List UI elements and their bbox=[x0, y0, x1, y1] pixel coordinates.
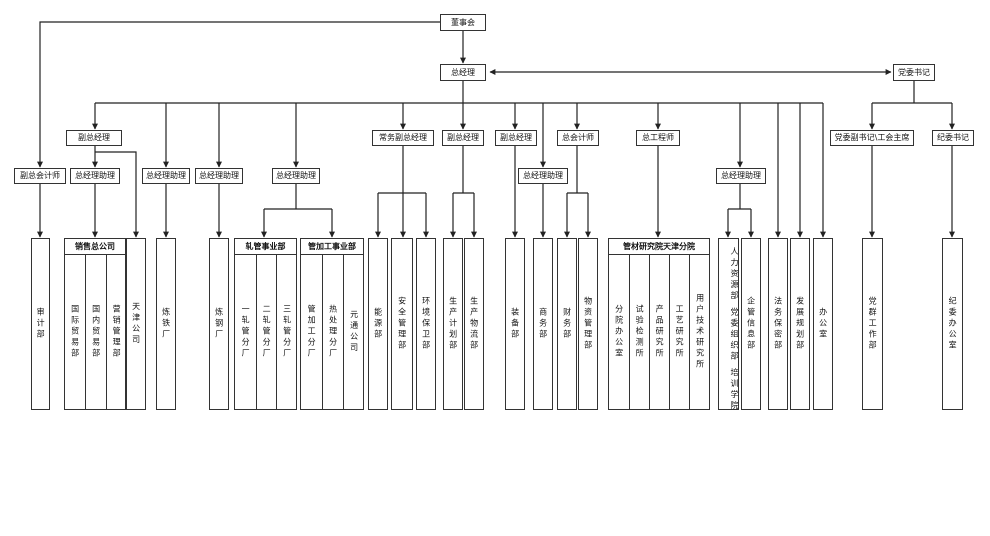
deputy-accountant-node: 副总会计师 bbox=[14, 168, 66, 184]
dept-tianjin-company: 天津公司 bbox=[126, 238, 146, 410]
dept-legal: 法务保密部 bbox=[768, 238, 788, 410]
board-node: 董事会 bbox=[440, 14, 486, 31]
dept-party-work: 党群工作部 bbox=[862, 238, 883, 410]
research-unit: 用户技术研究所 bbox=[689, 255, 710, 409]
sales-unit: 国内贸易部 bbox=[85, 255, 106, 409]
dept-discipline-office: 纪委办公室 bbox=[942, 238, 963, 410]
dept-enterprise-info: 企管信息部 bbox=[741, 238, 761, 410]
discipline-secretary-node: 纪委书记 bbox=[932, 130, 974, 146]
dept-energy: 能源部 bbox=[368, 238, 388, 410]
research-unit: 分院办公室 bbox=[614, 304, 624, 360]
sales-unit: 国际贸易部 bbox=[70, 304, 80, 360]
dept-audit: 审计部 bbox=[31, 238, 50, 410]
dept-equipment: 装备部 bbox=[505, 238, 525, 410]
assistant-gm-steel-node: 总经理助理 bbox=[195, 168, 243, 184]
deputy-party-secretary-node: 党委副书记\工会主席 bbox=[830, 130, 914, 146]
general-manager-node: 总经理 bbox=[440, 64, 486, 81]
research-unit: 工艺研究所 bbox=[669, 255, 689, 409]
dept-environment: 环境保卫部 bbox=[416, 238, 436, 410]
dept-finance: 财务部 bbox=[557, 238, 577, 410]
deputy-gm-3-node: 副总经理 bbox=[495, 130, 537, 146]
group-sales-title: 销售总公司 bbox=[65, 239, 125, 255]
group-pipe-processing-title: 管加工事业部 bbox=[301, 239, 363, 255]
research-unit: 产品研究所 bbox=[649, 255, 669, 409]
assistant-gm-rolling-node: 总经理助理 bbox=[272, 168, 320, 184]
dept-ironworks: 炼铁厂 bbox=[156, 238, 176, 410]
sales-unit: 营销管理部 bbox=[106, 255, 126, 409]
deputy-gm-2-node: 副总经理 bbox=[442, 130, 484, 146]
dept-production-logistics: 生产物流部 bbox=[464, 238, 484, 410]
dept-commerce: 商务部 bbox=[533, 238, 553, 410]
assistant-gm-sales-node: 总经理助理 bbox=[70, 168, 120, 184]
party-secretary-node: 党委书记 bbox=[893, 64, 935, 81]
processing-unit: 热处理分厂 bbox=[322, 255, 343, 409]
dept-development: 发展规划部 bbox=[790, 238, 810, 410]
rolling-unit: 二轧管分厂 bbox=[256, 255, 276, 409]
group-rolling-title: 轧管事业部 bbox=[235, 239, 296, 255]
chief-accountant-node: 总会计师 bbox=[557, 130, 599, 146]
rolling-unit: 一轧管分厂 bbox=[241, 304, 251, 360]
group-research-institute: 管材研究院天津分院 分院办公室 试验检测所 产品研究所 工艺研究所 用户技术研究… bbox=[608, 238, 710, 410]
dept-steelworks: 炼钢厂 bbox=[209, 238, 229, 410]
assistant-gm-hr-node: 总经理助理 bbox=[716, 168, 766, 184]
dept-materials: 物资管理部 bbox=[578, 238, 598, 410]
group-pipe-processing: 管加工事业部 管加工分厂 热处理分厂 元通公司 bbox=[300, 238, 364, 410]
group-sales: 销售总公司 国际贸易部 国内贸易部 营销管理部 bbox=[64, 238, 126, 410]
chief-engineer-node: 总工程师 bbox=[636, 130, 680, 146]
dept-hr: 人力资源部 党委组织部 培训学院 bbox=[718, 238, 739, 412]
dept-office: 办公室 bbox=[813, 238, 833, 410]
group-rolling: 轧管事业部 一轧管分厂 二轧管分厂 三轧管分厂 bbox=[234, 238, 297, 410]
deputy-gm-1-node: 副总经理 bbox=[66, 130, 122, 146]
research-unit: 试验检测所 bbox=[629, 255, 649, 409]
assistant-gm-commerce-node: 总经理助理 bbox=[518, 168, 568, 184]
dept-safety: 安全管理部 bbox=[391, 238, 413, 410]
rolling-unit: 三轧管分厂 bbox=[276, 255, 297, 409]
dept-production-plan: 生产计划部 bbox=[443, 238, 463, 410]
exec-deputy-gm-node: 常务副总经理 bbox=[372, 130, 434, 146]
processing-unit: 管加工分厂 bbox=[307, 304, 317, 360]
group-research-institute-title: 管材研究院天津分院 bbox=[609, 239, 709, 255]
assistant-gm-iron-node: 总经理助理 bbox=[142, 168, 190, 184]
processing-unit: 元通公司 bbox=[343, 255, 364, 409]
